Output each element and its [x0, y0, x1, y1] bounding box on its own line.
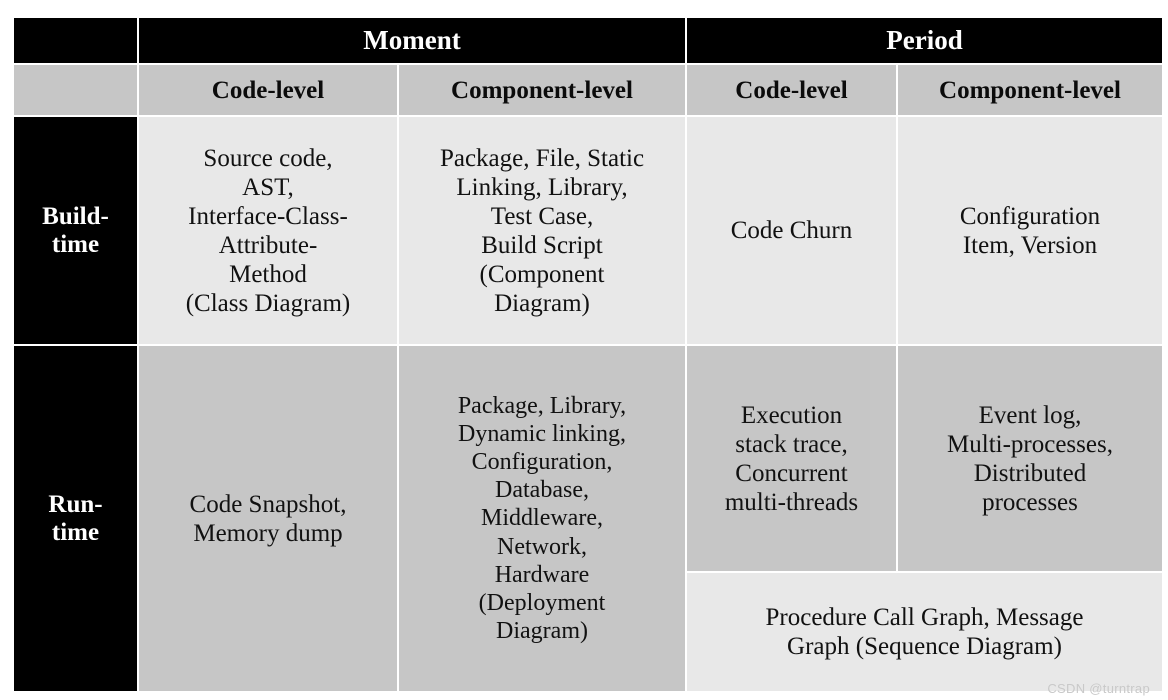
watermark: CSDN @turntrap: [1047, 681, 1150, 696]
cell-run-time-period-code-level: Execution stack trace, Concurrent multi-…: [687, 346, 896, 571]
subheader-period-component-level-label: Component-level: [939, 76, 1121, 104]
cell-run-time-moment-component-level: Package, Library, Dynamic linking, Confi…: [399, 346, 685, 691]
group-header-period-label: Period: [886, 24, 963, 55]
cell-build-time-moment-code-level-text: Source code, AST, Interface-Class- Attri…: [185, 144, 351, 317]
cell-run-time-period-spanning: Procedure Call Graph, Message Graph (Seq…: [687, 573, 1162, 691]
cell-run-time-period-component-level: Event log, Multi-processes, Distributed …: [898, 346, 1162, 571]
group-header-moment: Moment: [139, 18, 685, 63]
cell-run-time-moment-code-level-text: Code Snapshot, Memory dump: [189, 490, 347, 547]
group-header-moment-label: Moment: [363, 24, 461, 55]
classification-table: Moment Period Code-level Component-level…: [14, 18, 1162, 691]
subheader-moment-code-level-label: Code-level: [211, 76, 325, 104]
row-label-run-time: Run- time: [14, 346, 137, 691]
cell-build-time-period-component-level-text: Configuration Item, Version: [959, 202, 1101, 259]
group-header-period: Period: [687, 18, 1162, 63]
row-label-build-time-text: Build- time: [42, 202, 109, 258]
subheader-period-component-level: Component-level: [898, 65, 1162, 115]
cell-build-time-moment-code-level: Source code, AST, Interface-Class- Attri…: [139, 117, 397, 344]
subheader-corner-cell: [14, 65, 137, 115]
cell-run-time-period-code-level-text: Execution stack trace, Concurrent multi-…: [724, 401, 859, 516]
cell-run-time-moment-code-level: Code Snapshot, Memory dump: [139, 346, 397, 691]
cell-build-time-moment-component-level: Package, File, Static Linking, Library, …: [399, 117, 685, 344]
cell-run-time-period-spanning-text: Procedure Call Graph, Message Graph (Seq…: [765, 604, 1084, 660]
cell-build-time-period-code-level-text: Code Churn: [730, 217, 853, 244]
cell-build-time-period-code-level: Code Churn: [687, 117, 896, 344]
cell-build-time-moment-component-level-text: Package, File, Static Linking, Library, …: [439, 144, 645, 317]
subheader-moment-component-level-label: Component-level: [451, 76, 633, 104]
cell-build-time-period-component-level: Configuration Item, Version: [898, 117, 1162, 344]
row-label-run-time-text: Run- time: [48, 490, 103, 546]
subheader-period-code-level: Code-level: [687, 65, 896, 115]
table-corner-cell: [14, 18, 137, 63]
row-label-build-time: Build- time: [14, 117, 137, 344]
subheader-moment-code-level: Code-level: [139, 65, 397, 115]
cell-run-time-moment-component-level-text: Package, Library, Dynamic linking, Confi…: [457, 393, 627, 644]
cell-run-time-period-component-level-text: Event log, Multi-processes, Distributed …: [947, 401, 1113, 516]
subheader-period-code-level-label: Code-level: [735, 76, 848, 104]
subheader-moment-component-level: Component-level: [399, 65, 685, 115]
